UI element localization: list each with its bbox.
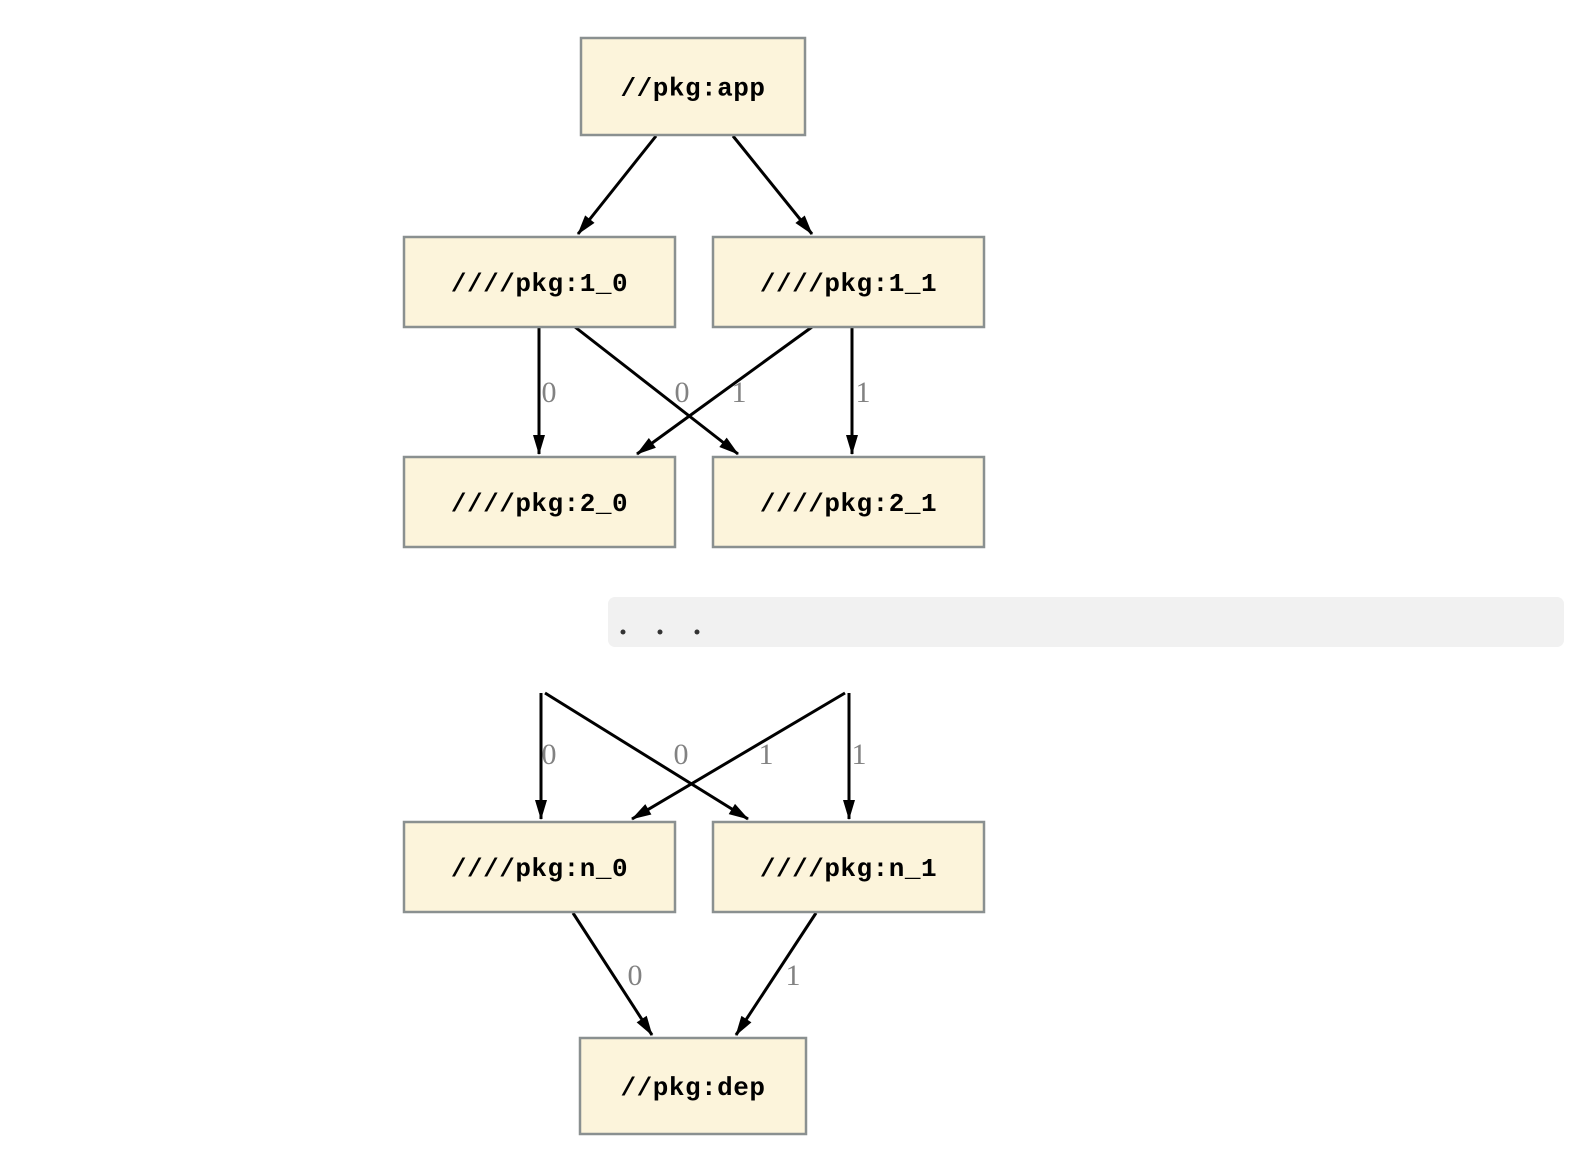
node-label: //pkg:app xyxy=(621,74,766,104)
node-pkg-n-0: ////pkg:n_0 xyxy=(402,820,677,914)
node-label: ////pkg:1_1 xyxy=(760,269,937,299)
node-box xyxy=(711,455,986,549)
edge-pkg-1-0-to-pkg-2-1 xyxy=(574,325,739,456)
ellipsis-dot-icon xyxy=(657,629,663,635)
edge-label-ellipsis-to-pkg-n-0: 0 xyxy=(542,738,557,771)
edge-pkg-n-0-to-dep xyxy=(571,912,654,1036)
edge-label-pkg-1-1-to-pkg-2-0: 0 xyxy=(675,376,690,409)
edge-label-pkg-1-0-to-pkg-2-1: 1 xyxy=(732,376,747,409)
node-box xyxy=(402,820,677,914)
edges-layer xyxy=(533,135,858,1036)
ellipsis-dot-icon xyxy=(694,629,700,635)
node-label: ////pkg:n_1 xyxy=(760,854,937,884)
node-label: ////pkg:n_0 xyxy=(451,854,628,884)
ellipsis-band xyxy=(608,597,1564,647)
node-pkg-2-0: ////pkg:2_0 xyxy=(402,455,677,549)
node-app: //pkg:app xyxy=(579,36,807,137)
edge-labels-layer: 0 1 0 1 0 1 0 1 0 1 xyxy=(542,376,871,992)
edge-ellipsis-to-pkg-n-0 xyxy=(631,691,846,821)
node-pkg-1-1: ////pkg:1_1 xyxy=(711,235,986,329)
nodes-layer: //pkg:app ////pkg:1_0 ////pkg:1_1 ////pkg:2… xyxy=(402,36,986,1136)
ellipsis-dot-icon xyxy=(620,629,626,635)
edge-app-to-pkg-1-0 xyxy=(576,135,658,235)
node-pkg-2-1: ////pkg:2_1 xyxy=(711,455,986,549)
node-label: ////pkg:1_0 xyxy=(451,269,628,299)
ellipsis-band-background xyxy=(608,597,1564,647)
edge-label-pkg-1-1-to-pkg-2-1: 1 xyxy=(856,376,871,409)
node-box xyxy=(711,820,986,914)
node-label: ////pkg:2_1 xyxy=(760,489,937,519)
edge-label-pkg-1-0-to-pkg-2-0: 0 xyxy=(542,376,557,409)
node-label: //pkg:dep xyxy=(621,1073,766,1103)
node-pkg-n-1: ////pkg:n_1 xyxy=(711,820,986,914)
edge-label-ellipsis-to-pkg-n-1: 1 xyxy=(759,738,774,771)
edge-label-pkg-n-0-to-dep: 0 xyxy=(628,959,643,992)
node-box xyxy=(579,36,807,137)
edge-pkg-n-1-to-dep xyxy=(734,912,818,1036)
edge-pkg-1-1-to-pkg-2-0 xyxy=(636,325,813,456)
node-pkg-1-0: ////pkg:1_0 xyxy=(402,235,677,329)
node-dep: //pkg:dep xyxy=(578,1036,808,1136)
node-box xyxy=(711,235,986,329)
edge-label-pkg-n-1-to-dep: 1 xyxy=(786,959,801,992)
node-box xyxy=(578,1036,808,1136)
edge-app-to-pkg-1-1 xyxy=(731,135,814,235)
node-box xyxy=(402,455,677,549)
edge-ellipsis-to-pkg-n-1 xyxy=(544,691,749,821)
node-label: ////pkg:2_0 xyxy=(451,489,628,519)
node-box xyxy=(402,235,677,329)
edge-label-ellipsis-to-pkg-n-1: 1 xyxy=(852,738,867,771)
edge-label-ellipsis-to-pkg-n-0: 0 xyxy=(674,738,689,771)
